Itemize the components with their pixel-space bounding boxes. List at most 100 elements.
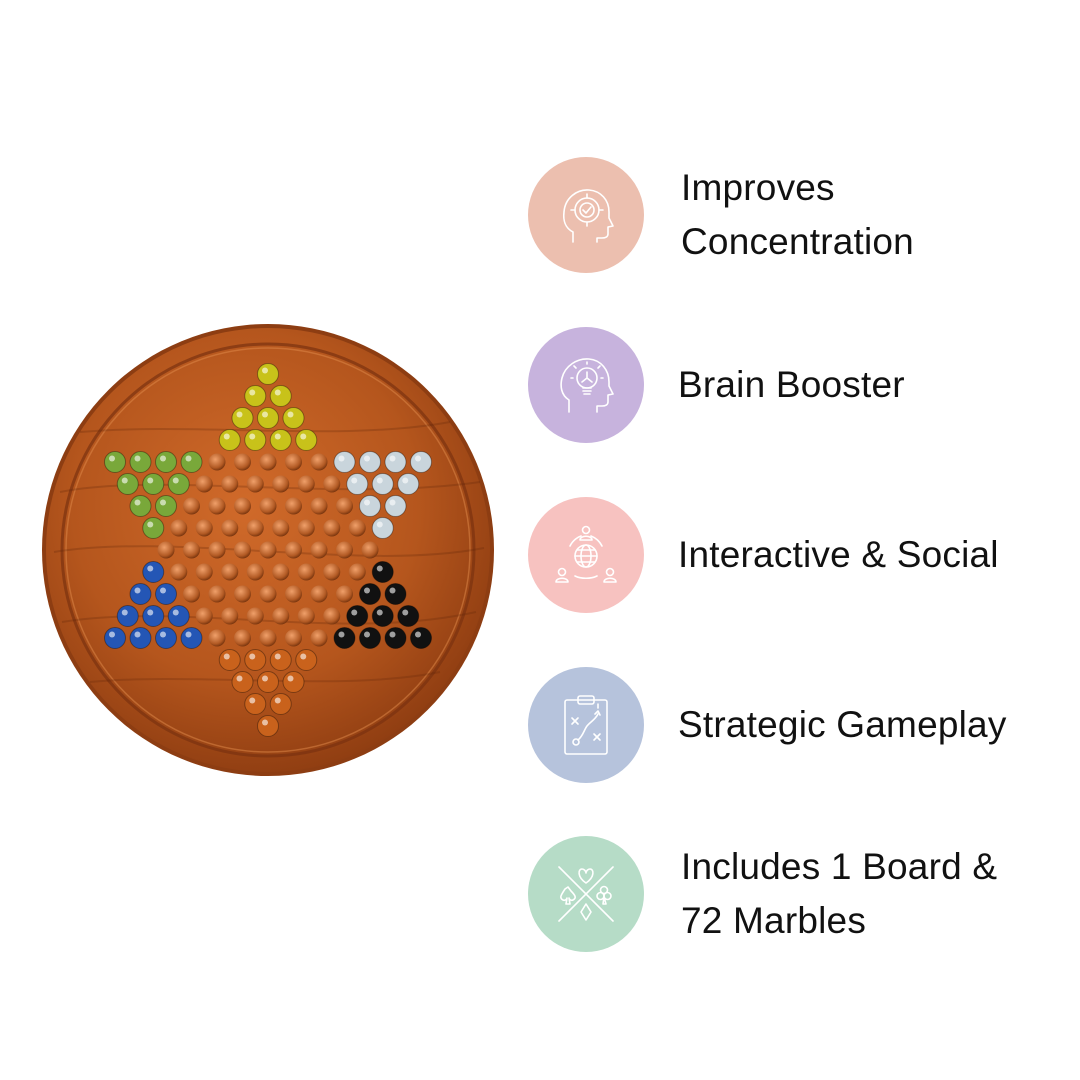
marble-highlight [249, 389, 256, 396]
marble-highlight [160, 587, 166, 594]
marble [371, 561, 394, 583]
marble [269, 385, 292, 407]
marble-highlight [300, 433, 307, 440]
marble [384, 451, 407, 473]
board-hole [221, 607, 239, 625]
marble-highlight [415, 455, 421, 462]
board-hole [310, 541, 328, 559]
board-hole [195, 519, 213, 537]
feature-label: Strategic Gameplay [678, 704, 1007, 745]
marble-highlight [236, 675, 243, 682]
board-hole [208, 629, 226, 647]
marble-highlight [172, 477, 179, 484]
board-hole [285, 453, 302, 471]
board-hole [221, 519, 239, 537]
marble-highlight [274, 697, 281, 704]
marble [129, 583, 152, 605]
marble [244, 429, 267, 451]
board-hole [234, 629, 251, 647]
board-hole [285, 585, 302, 603]
marble [269, 693, 292, 715]
board-hole [234, 453, 251, 471]
feature-icon-circle [528, 836, 644, 952]
marble-highlight [351, 477, 358, 484]
marble [371, 473, 394, 495]
marble [155, 583, 177, 605]
marble [167, 473, 190, 495]
marble-highlight [376, 609, 383, 616]
marble-highlight [236, 411, 243, 418]
feature-label: Interactive & Social [678, 534, 999, 575]
marble-highlight [249, 653, 256, 660]
marble-highlight [223, 433, 230, 440]
marble-highlight [274, 389, 281, 396]
marble-highlight [287, 675, 294, 682]
board-hole [183, 497, 200, 515]
board-hole [336, 541, 353, 559]
marble [155, 627, 177, 649]
board-hole [221, 475, 239, 493]
head-lightbulb-icon [560, 358, 614, 413]
marble [116, 473, 139, 495]
marble-highlight [376, 521, 383, 528]
marble [359, 627, 381, 649]
marble [142, 605, 165, 627]
marble-highlight [262, 719, 268, 726]
marble [359, 583, 381, 605]
marble [333, 627, 356, 649]
marble [359, 495, 381, 517]
marble-highlight [364, 587, 370, 594]
social-globe-icon [555, 525, 617, 583]
marble [397, 605, 420, 627]
marble [410, 451, 432, 473]
marble-highlight [364, 455, 370, 462]
marble [218, 649, 241, 671]
marble-highlight [172, 609, 179, 616]
marble [346, 605, 369, 627]
board-hole [285, 497, 302, 515]
board-hole [323, 519, 341, 537]
marble-highlight [109, 631, 115, 638]
board-hole [272, 475, 290, 493]
board-hole [183, 541, 200, 559]
board-hole [195, 475, 213, 493]
board-hole [234, 497, 251, 515]
marble-highlight [300, 653, 307, 660]
marble [231, 671, 254, 693]
feature-brain-booster: Brain Booster [528, 327, 1068, 443]
board-hole [234, 585, 251, 603]
feature-icon-circle [528, 327, 644, 443]
board-hole [208, 585, 226, 603]
feature-improves-concentration: Improves Concentration [528, 157, 1068, 273]
marble-highlight [402, 477, 409, 484]
board-hole [272, 519, 290, 537]
marble-highlight [134, 499, 141, 506]
feature-label: Brain Booster [678, 364, 905, 405]
marble [116, 605, 139, 627]
marble-highlight [389, 631, 396, 638]
board-hole [195, 563, 213, 581]
board-hole [297, 475, 315, 493]
marble [269, 649, 292, 671]
marble-highlight [389, 587, 396, 594]
marble-highlight [364, 499, 370, 506]
marble [257, 715, 279, 737]
marble-highlight [160, 631, 166, 638]
marble-highlight [134, 631, 141, 638]
board-hole [310, 497, 328, 515]
marble [244, 385, 267, 407]
marble-highlight [134, 587, 141, 594]
feature-icon-circle [528, 497, 644, 613]
feature-icon-circle [528, 667, 644, 783]
marble [295, 649, 318, 671]
board-hole [170, 563, 188, 581]
board-hole [259, 497, 277, 515]
board-hole [285, 629, 302, 647]
board-hole [297, 607, 315, 625]
marble [142, 561, 165, 583]
board-hole [246, 607, 264, 625]
marble [155, 495, 177, 517]
marble-highlight [185, 455, 192, 462]
board-hole [297, 519, 315, 537]
marble-highlight [415, 631, 421, 638]
